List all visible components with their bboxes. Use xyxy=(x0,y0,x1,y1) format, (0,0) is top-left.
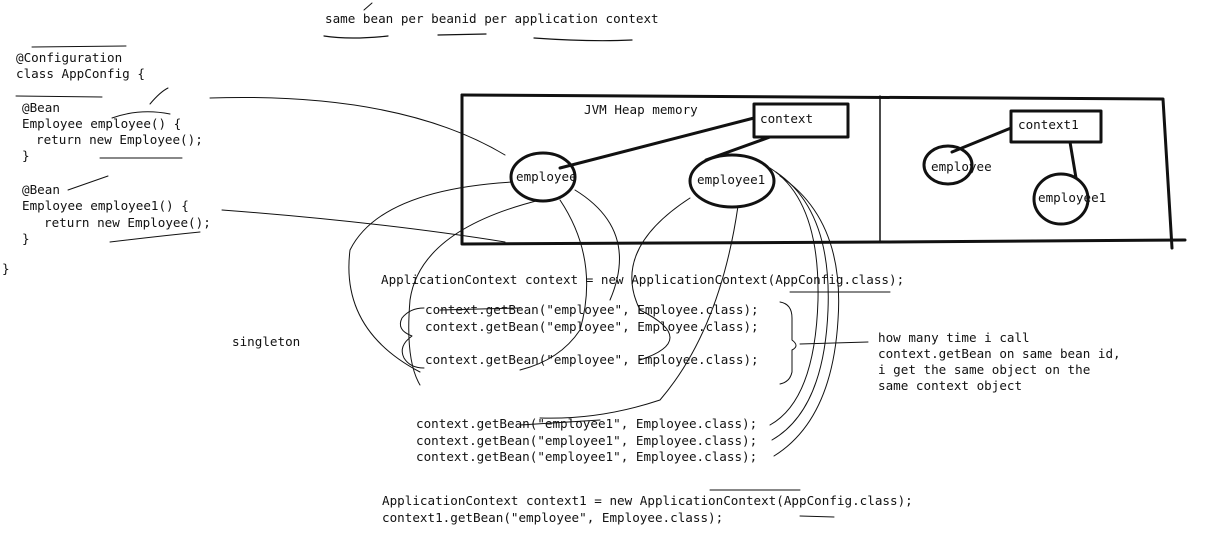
get-employee-underline xyxy=(439,307,521,311)
config-annotation: @Configuration xyxy=(16,50,123,65)
explanation-line-3: i get the same object on the xyxy=(878,362,1091,377)
config-class-close: } xyxy=(2,261,10,276)
getbean-employee-loop-3 xyxy=(519,199,588,371)
heap-label: JVM Heap memory xyxy=(584,102,698,117)
bean1-close: } xyxy=(22,148,30,163)
context-box-label: context xyxy=(760,111,814,126)
bean2-return: return new Employee(); xyxy=(44,215,211,230)
bean2-close: } xyxy=(22,231,30,246)
config-underline xyxy=(15,95,103,98)
employee-label: employee xyxy=(516,169,577,184)
get-employee-1: context.getBean("employee", Employee.cla… xyxy=(425,302,759,317)
getbean-employee-loop-4 xyxy=(574,189,620,301)
getbean-employee1-loop-5 xyxy=(773,175,840,457)
bean1-return: return new Employee(); xyxy=(36,132,203,147)
bean1-to-heap-curve xyxy=(209,97,506,156)
context-decl: ApplicationContext context = new Applica… xyxy=(381,272,905,287)
bean1-method: Employee employee() { xyxy=(22,116,182,131)
context1-get: context1.getBean("employee", Employee.cl… xyxy=(382,510,724,525)
explanation-line-1: how many time i call xyxy=(878,330,1030,345)
page-title: same bean per beanid per application con… xyxy=(325,11,659,26)
heading-underline-1 xyxy=(323,35,389,39)
heading-tick xyxy=(363,2,373,11)
context1-box xyxy=(1009,109,1103,144)
heading-underline-2 xyxy=(437,33,487,36)
bean2-to-heap-curve xyxy=(221,209,506,243)
bean2-scribble xyxy=(67,175,109,191)
singleton-label: singleton xyxy=(232,334,301,349)
getbean-employee1-loop-2 xyxy=(539,205,739,419)
context1-to-employee1-link xyxy=(1068,140,1078,180)
employee-ellipse xyxy=(509,151,577,203)
getbean-employee1-loop-3 xyxy=(769,167,819,426)
context1-employee-label: employee xyxy=(931,159,992,174)
heap-outline-bottom xyxy=(460,93,1187,246)
config-overline xyxy=(31,45,127,48)
get-employee1-1: context.getBean("employee1", Employee.cl… xyxy=(416,416,758,431)
explanation-line-2: context.getBean on same bean id, xyxy=(878,346,1121,361)
heading-underline-3 xyxy=(533,37,633,42)
bean1-annotation: @Bean xyxy=(22,100,60,115)
employee1-ellipse xyxy=(688,153,776,209)
context1-employee-ellipse xyxy=(922,144,974,186)
brace-to-explanation-line xyxy=(799,341,869,345)
context1-decl: ApplicationContext context1 = new Applic… xyxy=(382,493,913,508)
get-employee-2: context.getBean("employee", Employee.cla… xyxy=(425,319,759,334)
context1-get-underline xyxy=(799,515,835,518)
employee1-label: employee1 xyxy=(697,172,766,187)
get-employee1-3: context.getBean("employee1", Employee.cl… xyxy=(416,449,758,464)
context-box xyxy=(752,102,850,139)
context-to-employee-link xyxy=(558,116,756,170)
left-brace xyxy=(399,307,425,369)
bean2-method: Employee employee1() { xyxy=(22,198,189,213)
getbean-employee1-loop-4 xyxy=(771,171,829,441)
getbean-employee1-loop-1 xyxy=(631,197,691,361)
heap-outline-top xyxy=(460,93,1174,250)
context1-box-label: context1 xyxy=(1018,117,1079,132)
get-employee-3: context.getBean("employee", Employee.cla… xyxy=(425,352,759,367)
getbean-employee-loop-1 xyxy=(348,181,513,373)
context1-employee1-label: employee1 xyxy=(1038,190,1107,205)
context1-employee1-ellipse xyxy=(1032,172,1090,226)
right-brace xyxy=(779,301,797,385)
getbean-employee-loop-2 xyxy=(408,199,541,386)
bean1-scribble xyxy=(111,87,171,119)
explanation-line-4: same context object xyxy=(878,378,1023,393)
bean2-underline xyxy=(109,231,201,243)
get-employee1-underline xyxy=(519,419,601,426)
bean2-annotation: @Bean xyxy=(22,182,60,197)
get-employee1-2: context.getBean("employee1", Employee.cl… xyxy=(416,433,758,448)
config-class-decl: class AppConfig { xyxy=(16,66,145,81)
